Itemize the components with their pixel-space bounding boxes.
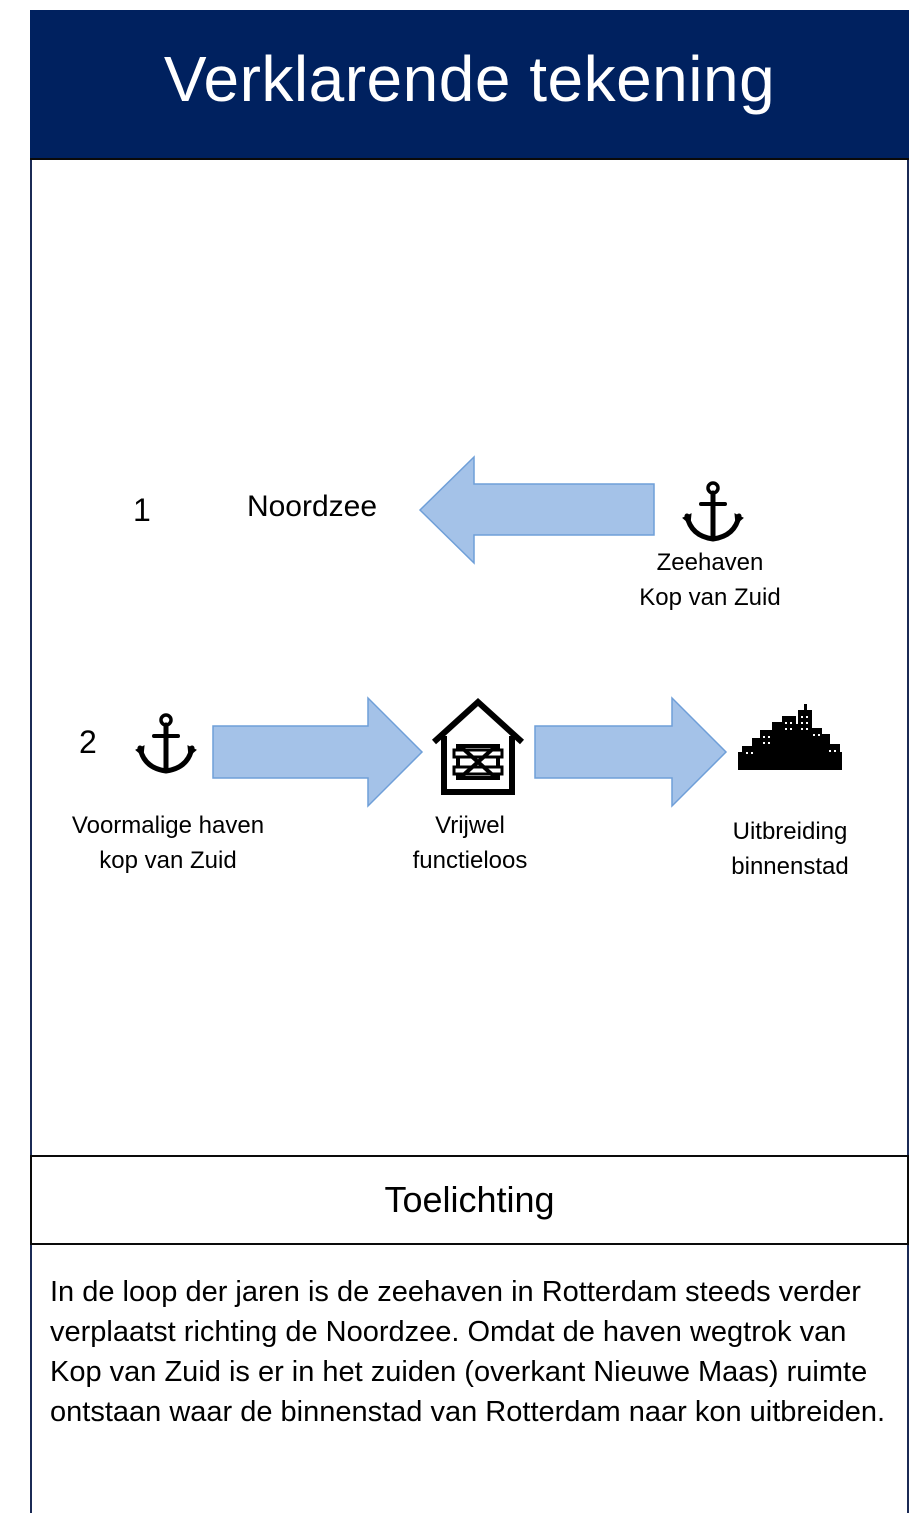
explanation-text: In de loop der jaren is de zeehaven in R… [50,1276,886,1428]
row1-number: 1 [133,492,151,528]
page-title: Verklarende tekening [163,43,776,115]
title-bar: Verklarende tekening [30,10,909,160]
row2-step3-label-line2: binnenstad [731,853,849,880]
row1-origin-label-line1: Zeehaven [656,549,764,576]
explanation-header: Toelichting [30,1155,909,1245]
row2-number: 2 [79,724,97,760]
row2-step2-label-line2: functieloos [412,847,528,874]
row1-origin-label-line2: Kop van Zuid [639,584,781,611]
row2-step1-label-line1: Voormalige haven [71,812,265,839]
arrow-right-row2-1 [212,696,424,808]
row2-step1-label-line2: kop van Zuid [99,847,237,874]
explanation-heading: Toelichting [384,1179,555,1220]
row2-step2-label-line1: Vrijwel [435,812,505,839]
row2-step3-label-line1: Uitbreiding [732,818,848,845]
city-skyline-icon [738,704,842,770]
anchor-icon [682,481,744,542]
row1-destination-label: Noordzee [246,490,378,523]
arrow-left-row1 [418,455,655,565]
house-boarded-icon [431,697,525,795]
arrow-right-row2-2 [534,696,728,808]
anchor-icon [135,713,197,774]
